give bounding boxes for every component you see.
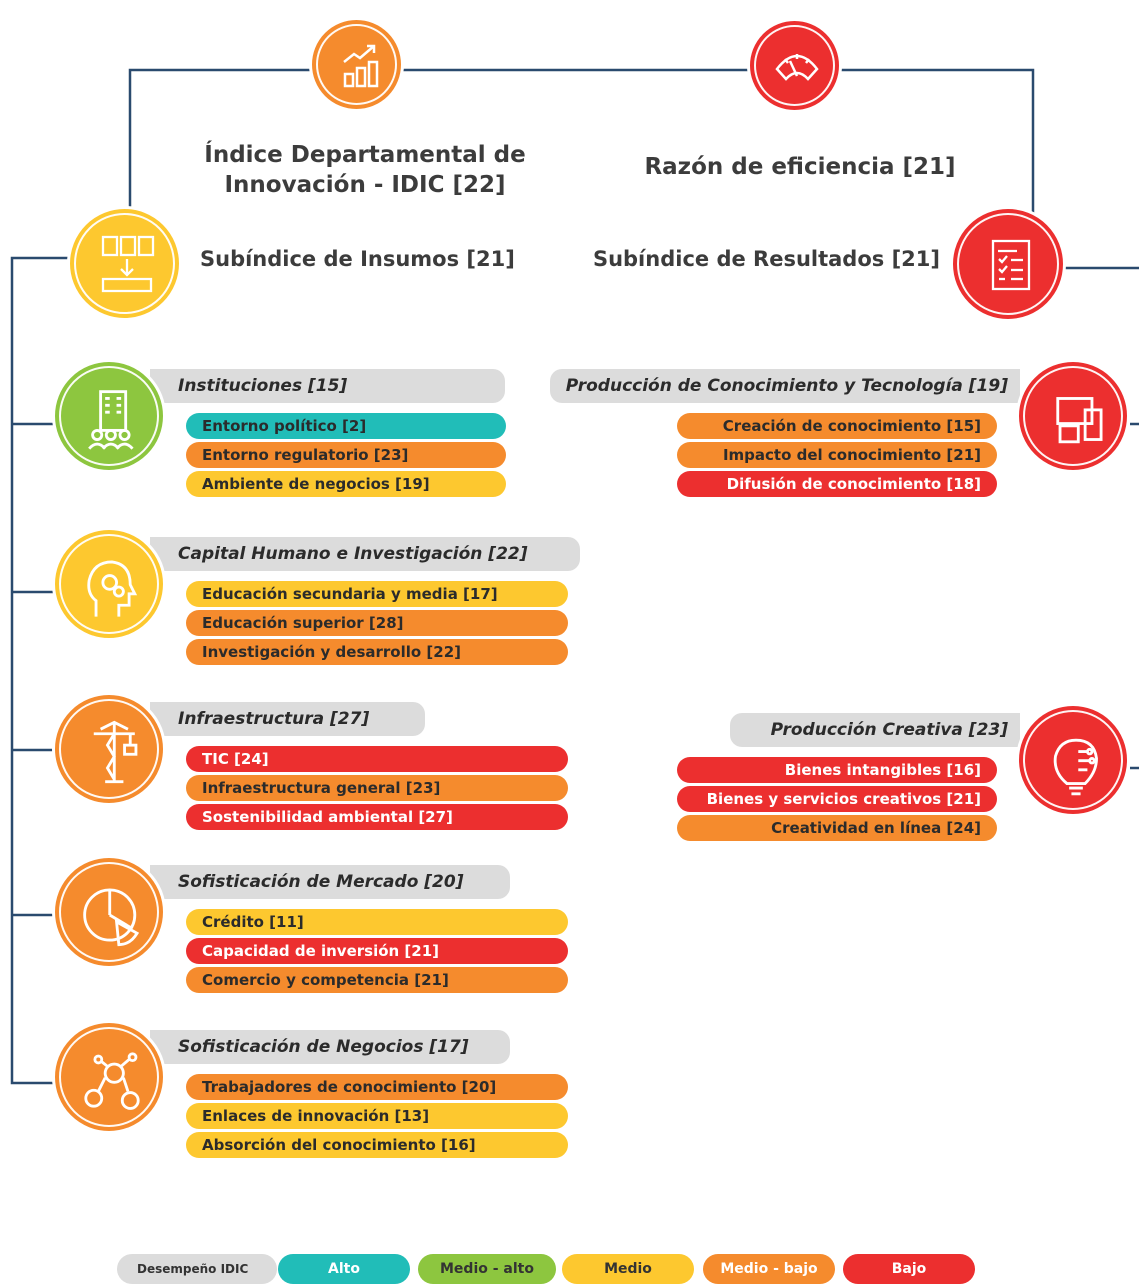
bar-chart-growth-icon	[343, 44, 379, 88]
pillar-circle	[1016, 703, 1130, 817]
speedometer-icon	[775, 54, 819, 81]
pillar-header-resultados: Producción de Conocimiento y Tecnología …	[550, 369, 1020, 403]
insumos-title: Subíndice de Insumos [21]	[200, 247, 515, 271]
pillar-header-insumos: Sofisticación de Negocios [17]	[150, 1030, 510, 1064]
legend-item-alto: Alto	[278, 1254, 410, 1284]
legend-label: Desempeño IDIC	[117, 1254, 277, 1284]
resultados-circle	[950, 206, 1066, 322]
legend-item-medio_alto: Medio - alto	[418, 1254, 556, 1284]
subpillar-pill: Entorno regulatorio [23]	[186, 442, 506, 468]
legend-item-bajo: Bajo	[843, 1254, 975, 1284]
subpillar-pill: Sostenibilidad ambiental [27]	[186, 804, 568, 830]
documents-inbox-icon	[101, 235, 155, 293]
resultados-title: Subíndice de Resultados [21]	[592, 247, 940, 271]
pillar-circle	[52, 527, 166, 641]
pillar-header-resultados: Producción Creativa [23]	[730, 713, 1020, 747]
pillar-header-insumos: Infraestructura [27]	[150, 702, 425, 736]
subpillar-pill: Educación superior [28]	[186, 610, 568, 636]
crane-icon	[93, 720, 138, 784]
pie-chart-icon	[83, 888, 140, 947]
lightbulb-circuit-icon	[1053, 738, 1098, 796]
subpillar-pill: Bienes y servicios creativos [21]	[677, 786, 997, 812]
checklist-document-icon	[991, 239, 1031, 291]
subpillar-pill: Difusión de conocimiento [18]	[677, 471, 997, 497]
eficiencia-circle	[747, 18, 842, 113]
subpillar-pill: Infraestructura general [23]	[186, 775, 568, 801]
idic-circle	[309, 17, 404, 112]
pillar-header-insumos: Sofisticación de Mercado [20]	[150, 865, 510, 899]
pillar-circle	[52, 1020, 166, 1134]
subpillar-pill: Capacidad de inversión [21]	[186, 938, 568, 964]
subpillar-pill: Trabajadores de conocimiento [20]	[186, 1074, 568, 1100]
legend-item-medio_bajo: Medio - bajo	[703, 1254, 835, 1284]
head-gears-icon	[87, 560, 138, 617]
subpillar-pill: Absorción del conocimiento [16]	[186, 1132, 568, 1158]
subpillar-pill: Entorno político [2]	[186, 413, 506, 439]
subpillar-pill: Bienes intangibles [16]	[677, 757, 997, 783]
subpillar-pill: TIC [24]	[186, 746, 568, 772]
subpillar-pill: Creatividad en línea [24]	[677, 815, 997, 841]
subpillar-pill: Educación secundaria y media [17]	[186, 581, 568, 607]
pillar-circle	[52, 692, 166, 806]
idic-title: Índice Departamental de Innovación - IDI…	[204, 142, 526, 198]
pillar-header-insumos: Capital Humano e Investigación [22]	[150, 537, 580, 571]
subpillar-pill: Crédito [11]	[186, 909, 568, 935]
insumos-circle	[67, 206, 182, 321]
subpillar-pill: Impacto del conocimiento [21]	[677, 442, 997, 468]
pillar-header-insumos: Instituciones [15]	[150, 369, 505, 403]
legend-item-medio: Medio	[562, 1254, 694, 1284]
subpillar-pill: Creación de conocimiento [15]	[677, 413, 997, 439]
subpillar-pill: Investigación y desarrollo [22]	[186, 639, 568, 665]
subpillar-pill: Ambiente de negocios [19]	[186, 471, 506, 497]
pillar-circle	[1016, 359, 1130, 473]
subpillar-pill: Comercio y competencia [21]	[186, 967, 568, 993]
pillar-circle	[52, 855, 166, 969]
subpillar-pill: Enlaces de innovación [13]	[186, 1103, 568, 1129]
building-people-icon	[88, 390, 134, 450]
eficiencia-title: Razón de eficiencia [21]	[644, 154, 956, 180]
devices-icon	[1056, 397, 1103, 444]
network-people-icon	[84, 1052, 140, 1110]
pillar-circle	[52, 359, 166, 473]
